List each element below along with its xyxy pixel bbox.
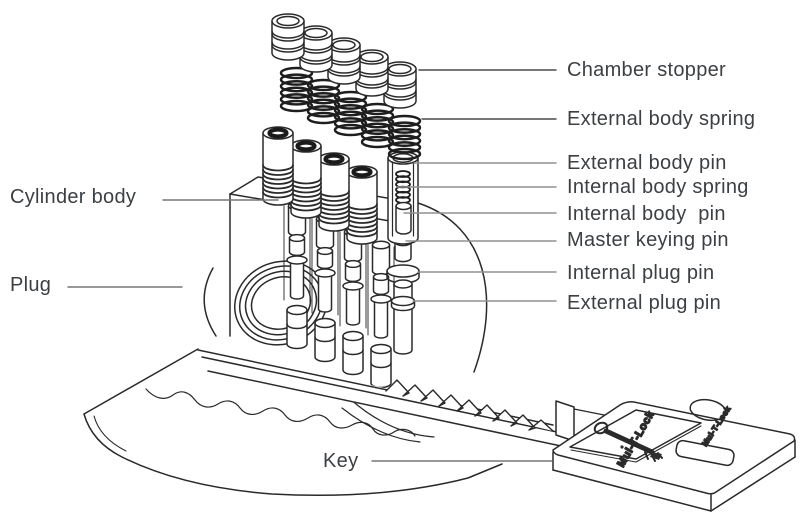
master-keying-pin-shape xyxy=(394,241,412,263)
chamber-stopper-3 xyxy=(327,37,361,85)
pin-stack-3 xyxy=(342,227,364,376)
pin-stack-2 xyxy=(314,214,336,363)
label-external-body-spring: External body spring xyxy=(567,108,756,130)
external-plug-pin-shape xyxy=(393,283,413,355)
pin-stack-4 xyxy=(370,240,392,389)
key-head: Mul-T-Lock Mul-T-Lock xyxy=(552,398,796,512)
blade-milled-wave xyxy=(385,379,554,432)
pin-stack-1 xyxy=(286,201,308,350)
external-body-pin-3 xyxy=(319,153,349,231)
label-internal-body-pin: Internal body pin xyxy=(567,203,726,225)
cutaway-chamber xyxy=(386,151,420,355)
label-chamber-stopper: Chamber stopper xyxy=(567,59,727,81)
label-external-plug-pin: External plug pin xyxy=(567,292,722,314)
key-head-hole xyxy=(689,398,727,422)
external-body-pin-1 xyxy=(263,127,293,205)
label-internal-body-spring: Internal body spring xyxy=(567,176,749,198)
chamber-stopper-5 xyxy=(383,61,417,109)
body-front-arc xyxy=(417,202,488,373)
external-body-pin-2 xyxy=(291,140,321,218)
internal-body-spring-shape xyxy=(395,170,411,204)
label-plug: Plug xyxy=(10,274,52,296)
leader-lines xyxy=(67,69,557,462)
label-internal-plug-pin: Internal plug pin xyxy=(567,262,715,284)
label-cylinder-body: Cylinder body xyxy=(10,186,137,208)
external-body-pin-4 xyxy=(347,166,377,244)
chamber-stopper-1 xyxy=(271,13,305,61)
logo-plate xyxy=(569,409,702,460)
key-head-slot xyxy=(675,439,735,467)
brand-logo-key-icon xyxy=(593,421,663,462)
internal-plug-pin-shape xyxy=(386,264,420,278)
chamber-stopper-4 xyxy=(355,49,389,97)
key-blade xyxy=(145,349,605,447)
label-master-keying-pin: Master keying pin xyxy=(567,229,729,251)
torn-edge-line xyxy=(145,388,416,437)
label-external-body-pin: External body pin xyxy=(567,152,727,174)
chamber-stopper-2 xyxy=(299,25,333,73)
label-key: Key xyxy=(323,450,359,472)
